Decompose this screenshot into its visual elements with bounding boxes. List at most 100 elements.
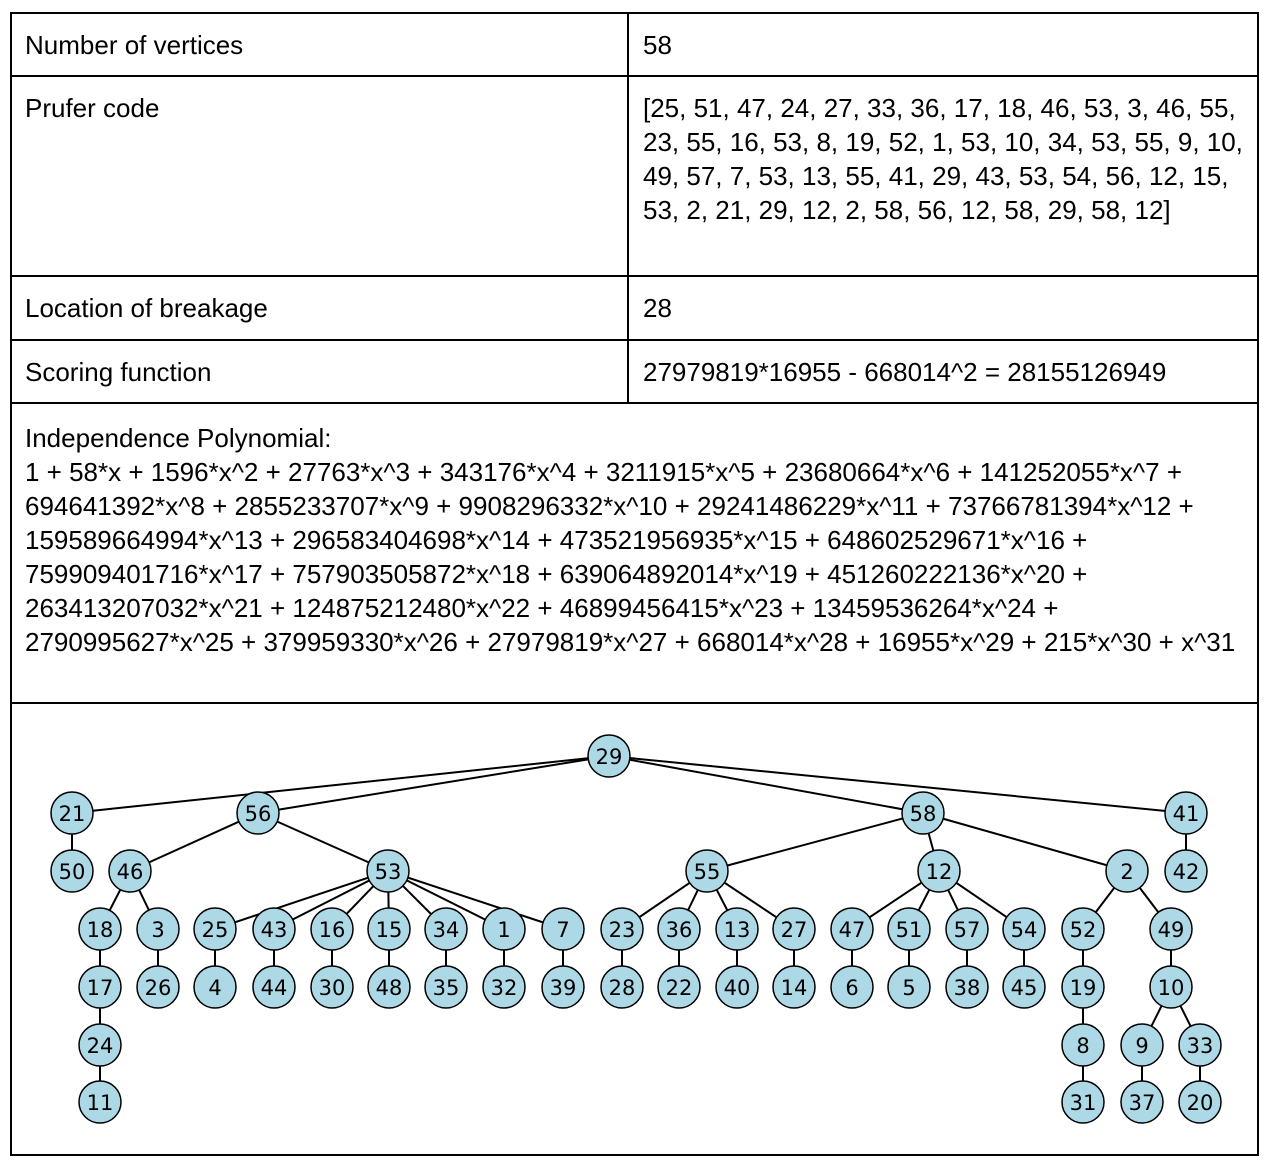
tree-node-21: 21 <box>50 791 94 835</box>
tree-node-29: 29 <box>587 734 631 778</box>
tree-edge-53-25 <box>214 870 389 930</box>
tree-node-label: 51 <box>896 918 923 942</box>
tree-node-label: 58 <box>910 802 937 826</box>
tree-node-label: 47 <box>839 918 866 942</box>
tree-node-19: 19 <box>1061 965 1105 1009</box>
tree-node-circle <box>78 1080 122 1124</box>
tree-edge-29-21 <box>71 755 610 814</box>
tree-node-circle <box>482 907 526 951</box>
tree-node-label: 27 <box>781 918 808 942</box>
tree-node-41: 41 <box>1164 791 1208 835</box>
prufer-label: Prufer code <box>25 93 160 123</box>
tree-node-circle <box>830 965 874 1009</box>
tree-node-label: 39 <box>550 976 577 1000</box>
tree-node-label: 34 <box>433 918 460 942</box>
tree-node-35: 35 <box>424 965 468 1009</box>
tree-node-label: 4 <box>208 976 221 1000</box>
tree-node-50: 50 <box>50 849 94 893</box>
tree-node-circle <box>1002 965 1046 1009</box>
tree-node-2: 2 <box>1105 849 1149 893</box>
tree-node-circle <box>1178 1080 1222 1124</box>
tree-node-56: 56 <box>236 791 280 835</box>
tree-node-circle <box>108 849 152 893</box>
tree-node-circle <box>482 965 526 1009</box>
tree-node-circle <box>541 907 585 951</box>
tree-node-label: 31 <box>1070 1091 1097 1115</box>
polynomial-value: 1 + 58*x + 1596*x^2 + 27763*x^3 + 343176… <box>25 457 1236 657</box>
tree-node-label: 35 <box>433 976 460 1000</box>
table-row: Scoring function 27979819*16955 - 668014… <box>12 341 1257 404</box>
tree-node-circle <box>136 907 180 951</box>
tree-node-label: 30 <box>319 976 346 1000</box>
tree-node-28: 28 <box>600 965 644 1009</box>
tree-node-circle <box>1105 849 1149 893</box>
tree-node-7: 7 <box>541 907 585 951</box>
scoring-label: Scoring function <box>25 357 212 387</box>
tree-node-33: 33 <box>1178 1023 1222 1067</box>
vertices-value: 58 <box>627 14 1257 75</box>
breakage-label: Location of breakage <box>25 293 268 323</box>
tree-node-circle <box>252 965 296 1009</box>
tree-node-label: 29 <box>596 745 623 769</box>
tree-node-label: 9 <box>1135 1034 1148 1058</box>
tree-node-circle <box>193 907 237 951</box>
tree-node-40: 40 <box>715 965 759 1009</box>
polynomial-block: Independence Polynomial: 1 + 58*x + 1596… <box>25 421 1247 659</box>
tree-node-circle <box>1164 791 1208 835</box>
tree-edge-56-46 <box>129 812 259 872</box>
tree-node-circle <box>310 907 354 951</box>
tree-node-18: 18 <box>78 907 122 951</box>
tree-node-47: 47 <box>830 907 874 951</box>
tree-node-label: 41 <box>1173 802 1200 826</box>
tree-node-label: 17 <box>87 976 114 1000</box>
tree-node-label: 13 <box>724 918 751 942</box>
tree-node-53: 53 <box>366 849 410 893</box>
tree-node-20: 20 <box>1178 1080 1222 1124</box>
tree-node-circle <box>424 907 468 951</box>
tree-node-label: 10 <box>1158 976 1185 1000</box>
tree-node-circle <box>50 791 94 835</box>
tree-node-label: 49 <box>1158 918 1185 942</box>
table-row: Location of breakage 28 <box>12 277 1257 341</box>
tree-node-3: 3 <box>136 907 180 951</box>
tree-node-8: 8 <box>1061 1023 1105 1067</box>
tree-node-circle <box>310 965 354 1009</box>
tree-node-9: 9 <box>1120 1023 1164 1067</box>
tree-node-circle <box>136 965 180 1009</box>
tree-node-4: 4 <box>193 965 237 1009</box>
tree-node-17: 17 <box>78 965 122 1009</box>
tree-node-label: 7 <box>556 918 569 942</box>
tree-node-54: 54 <box>1002 907 1046 951</box>
tree-node-44: 44 <box>252 965 296 1009</box>
tree-node-6: 6 <box>830 965 874 1009</box>
tree-node-circle <box>1061 1023 1105 1067</box>
tree-node-label: 16 <box>319 918 346 942</box>
tree-node-circle <box>236 791 280 835</box>
tree-node-48: 48 <box>367 965 411 1009</box>
tree-node-38: 38 <box>945 965 989 1009</box>
tree-node-circle <box>772 965 816 1009</box>
tree-node-circle <box>657 965 701 1009</box>
tree-node-39: 39 <box>541 965 585 1009</box>
tree-node-circle <box>657 907 701 951</box>
tree-node-label: 57 <box>954 918 981 942</box>
tree-node-label: 5 <box>902 976 915 1000</box>
tree-node-label: 1 <box>497 918 510 942</box>
tree-node-label: 38 <box>954 976 981 1000</box>
tree-edge-58-2 <box>922 812 1128 872</box>
tree-node-circle <box>78 1023 122 1067</box>
tree-node-circle <box>685 849 729 893</box>
tree-node-34: 34 <box>424 907 468 951</box>
tree-node-label: 26 <box>145 976 172 1000</box>
tree-node-label: 19 <box>1070 976 1097 1000</box>
tree-node-51: 51 <box>887 907 931 951</box>
tree-node-circle <box>367 965 411 1009</box>
polynomial-label: Independence Polynomial: <box>25 423 332 453</box>
tree-node-label: 23 <box>609 918 636 942</box>
tree-node-circle <box>78 965 122 1009</box>
tree-edge-29-41 <box>608 755 1187 814</box>
tree-node-10: 10 <box>1149 965 1193 1009</box>
tree-node-circle <box>1164 849 1208 893</box>
